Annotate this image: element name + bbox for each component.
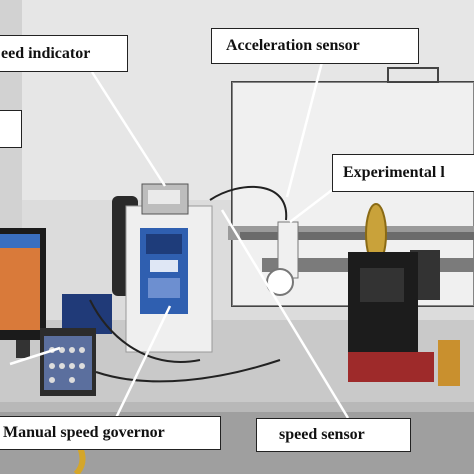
speed-indicator-label: eed indicator [0,35,128,72]
speed-sensor-label: speed sensor [256,418,411,452]
data-acquisition-box [40,294,112,396]
acceleration-sensor-label: Acceleration sensor [211,28,419,64]
speed-controller-cabinet [112,183,213,353]
unlabeled-callout-box [0,110,22,148]
compressor-on-base [348,252,460,386]
experimental-label: Experimental l [332,154,474,192]
pointer-lines [9,61,350,421]
manual-speed-governor-label: Manual speed governor [0,416,221,450]
computer-monitor [0,228,46,358]
